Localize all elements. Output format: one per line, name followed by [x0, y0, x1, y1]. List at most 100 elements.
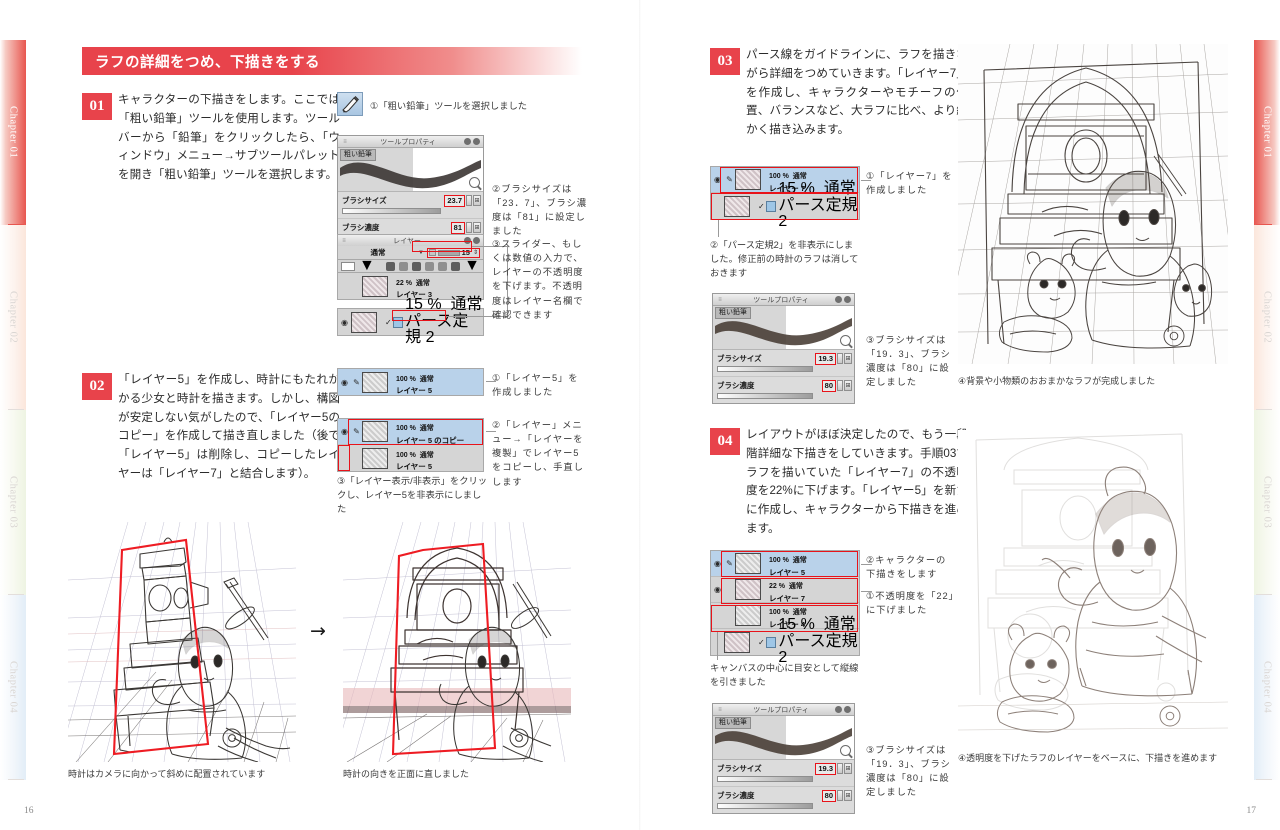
- layer-panel-04[interactable]: ◉ ✎ 100 % 通常 レイヤー 5 ◉ 22 % 通常 レイヤー 7: [710, 550, 860, 666]
- blend-mode-value[interactable]: 通常: [370, 248, 386, 257]
- palette-menu-icon[interactable]: ≡: [718, 296, 722, 303]
- rough-pencil-tool-icon[interactable]: [337, 92, 363, 116]
- layer-panel-02a[interactable]: ◉ ✎ 100 % 通常 レイヤー 5: [337, 368, 484, 396]
- clip-layer-icon[interactable]: [386, 261, 396, 271]
- chapter-tab-01-left[interactable]: Chapter 01: [0, 40, 26, 225]
- chevron-down-icon[interactable]: ▼: [464, 257, 480, 274]
- effect-icon[interactable]: [438, 261, 448, 271]
- chapter-tab-04-right[interactable]: Chapter 04: [1254, 595, 1280, 780]
- zoom-icon[interactable]: [840, 745, 851, 756]
- layer-visibility-icon[interactable]: ◉: [714, 559, 721, 568]
- layer-visibility-icon[interactable]: ◉: [341, 427, 348, 436]
- tool-property-palette-01[interactable]: ≡ ツールプロパティ 粗い鉛筆 ブラシサイズ 23.7 ⊞ ブラシ濃度 81: [337, 135, 484, 246]
- layer-color-swatch[interactable]: [341, 261, 355, 271]
- layer-mask-icon[interactable]: [399, 261, 409, 271]
- chevron-down-icon[interactable]: ▼: [418, 249, 424, 256]
- brush-density-value[interactable]: 80: [821, 790, 836, 802]
- palette-menu-icon[interactable]: ≡: [718, 706, 722, 713]
- brush-density-lock-icon[interactable]: ⊞: [844, 380, 852, 391]
- brush-size-stepper[interactable]: [837, 353, 843, 364]
- brush-density-value[interactable]: 80: [821, 380, 836, 392]
- blend-mode-row[interactable]: 通常 ▼ 15 ⇕: [337, 246, 484, 260]
- chapter-tab-02-left[interactable]: Chapter 02: [0, 225, 26, 410]
- zoom-icon[interactable]: [469, 177, 480, 188]
- layer-row[interactable]: ◉ ✎ 100 % 通常 レイヤー 5: [338, 369, 483, 395]
- lock-icon[interactable]: [412, 261, 422, 271]
- layer-row-detached-01[interactable]: ◉ ✓ 15 % 通常 パース定規 2: [337, 296, 484, 346]
- minimize-icon[interactable]: [835, 296, 842, 303]
- layer-list-01[interactable]: 22 % 通常 レイヤー 3: [337, 273, 484, 300]
- layer-row[interactable]: ◉ 22 % 通常 レイヤー 7: [711, 577, 859, 603]
- layer-row[interactable]: ✓ 15 % 通常 パース定規 2: [711, 180, 859, 230]
- palette-window-buttons[interactable]: [835, 296, 854, 303]
- layer-row[interactable]: 100 % 通常 レイヤー 4: [711, 603, 859, 629]
- brush-size-value[interactable]: 23.7: [444, 195, 465, 207]
- close-icon[interactable]: [844, 296, 851, 303]
- palette-window-buttons[interactable]: [464, 138, 483, 145]
- chapter-tab-02-right[interactable]: Chapter 02: [1254, 225, 1280, 410]
- brush-density-stepper[interactable]: [837, 790, 843, 801]
- minimize-icon[interactable]: [464, 138, 471, 145]
- chapter-tab-04-left[interactable]: Chapter 04: [0, 595, 26, 780]
- layer-row[interactable]: 22 % 通常 レイヤー 3: [338, 273, 483, 299]
- brush-density-row[interactable]: ブラシ濃度 80 ⊞: [713, 787, 854, 813]
- zoom-icon[interactable]: [840, 335, 851, 346]
- layer-row[interactable]: ◉ ✎ 100 % 通常 レイヤー 5: [711, 551, 859, 577]
- palette-titlebar[interactable]: ≡ ツールプロパティ: [338, 136, 483, 148]
- palette-titlebar[interactable]: ≡ ツールプロパティ: [713, 294, 854, 306]
- brush-size-stepper[interactable]: [466, 195, 472, 206]
- brush-density-lock-icon[interactable]: ⊞: [844, 790, 852, 801]
- brush-size-slider[interactable]: [717, 776, 814, 782]
- layer-row[interactable]: ✓ 15 % 通常 パース定規 2: [711, 616, 859, 666]
- layer-visibility-icon[interactable]: ◉: [714, 585, 721, 594]
- chapter-tab-03-right[interactable]: Chapter 03: [1254, 410, 1280, 595]
- brush-size-row[interactable]: ブラシサイズ 19.3 ⊞: [713, 760, 854, 787]
- minimize-icon[interactable]: [835, 706, 842, 713]
- brush-density-slider[interactable]: [717, 803, 814, 809]
- layer-row[interactable]: ◉ ✓ 15 % 通常 パース定規 2: [338, 296, 483, 346]
- brush-size-slider[interactable]: [717, 366, 814, 372]
- opacity-value[interactable]: 15: [461, 248, 470, 257]
- brush-size-stepper[interactable]: [837, 763, 843, 774]
- close-icon[interactable]: [473, 138, 480, 145]
- tool-property-palette-04[interactable]: ≡ ツールプロパティ 粗い鉛筆 ブラシサイズ 19.3 ⊞ ブラシ濃度 80: [712, 703, 855, 814]
- palette-window-buttons[interactable]: [464, 237, 483, 244]
- layer-visibility-icon[interactable]: ◉: [341, 377, 348, 387]
- minimize-icon[interactable]: [464, 237, 471, 244]
- layer-visibility-icon[interactable]: ◉: [341, 317, 348, 327]
- brush-size-lock-icon[interactable]: ⊞: [473, 195, 481, 206]
- tool-property-palette-03[interactable]: ≡ ツールプロパティ 粗い鉛筆 ブラシサイズ 19.3 ⊞ ブラシ濃度 80: [712, 293, 855, 404]
- brush-density-value[interactable]: 81: [450, 222, 465, 234]
- brush-density-row[interactable]: ブラシ濃度 80 ⊞: [713, 377, 854, 403]
- brush-density-lock-icon[interactable]: ⊞: [473, 222, 481, 233]
- layer-toolbar[interactable]: ▼ ▼: [337, 257, 484, 274]
- chapter-tab-01-right[interactable]: Chapter 01: [1254, 40, 1280, 225]
- layer-panel-03[interactable]: ◉ ✎ 100 % 通常 レイヤー 7 ✓ 15 % 通常 パース定規 2: [710, 166, 860, 230]
- layer-panel-02b[interactable]: ◉ ✎ 100 % 通常 レイヤー 5 のコピー 100 % 通常 レイヤー 5: [337, 418, 484, 472]
- palette-window-buttons[interactable]: [835, 706, 854, 713]
- new-layer-icon[interactable]: [451, 261, 461, 271]
- brush-density-stepper[interactable]: [466, 222, 472, 233]
- lock-transparency-icon[interactable]: [425, 261, 435, 271]
- brush-size-row[interactable]: ブラシサイズ 23.7 ⊞: [338, 192, 483, 219]
- chevron-down-icon[interactable]: ▼: [359, 257, 375, 274]
- palette-menu-icon[interactable]: ≡: [343, 138, 347, 145]
- palette-titlebar[interactable]: ≡ ツールプロパティ: [713, 704, 854, 716]
- layer-row[interactable]: 100 % 通常 レイヤー 5: [338, 445, 483, 471]
- palette-menu-icon[interactable]: ≡: [342, 237, 346, 244]
- chapter-tab-03-left[interactable]: Chapter 03: [0, 410, 26, 595]
- brush-density-stepper[interactable]: [837, 380, 843, 391]
- layer-palette-01[interactable]: ≡ レイヤー 通常 ▼ 15 ⇕ ▼: [337, 234, 484, 300]
- opacity-slider[interactable]: [437, 249, 460, 256]
- brush-size-slider[interactable]: [342, 208, 442, 214]
- brush-size-value[interactable]: 19.3: [815, 353, 836, 365]
- close-icon[interactable]: [473, 237, 480, 244]
- layer-visibility-icon[interactable]: ◉: [714, 175, 721, 184]
- brush-density-slider[interactable]: [717, 393, 814, 399]
- brush-size-lock-icon[interactable]: ⊞: [844, 763, 852, 774]
- brush-size-row[interactable]: ブラシサイズ 19.3 ⊞: [713, 350, 854, 377]
- layer-palette-titlebar[interactable]: ≡ レイヤー: [337, 234, 484, 246]
- opacity-stepper-icon[interactable]: ⇕: [472, 250, 478, 256]
- close-icon[interactable]: [844, 706, 851, 713]
- brush-size-value[interactable]: 19.3: [815, 763, 836, 775]
